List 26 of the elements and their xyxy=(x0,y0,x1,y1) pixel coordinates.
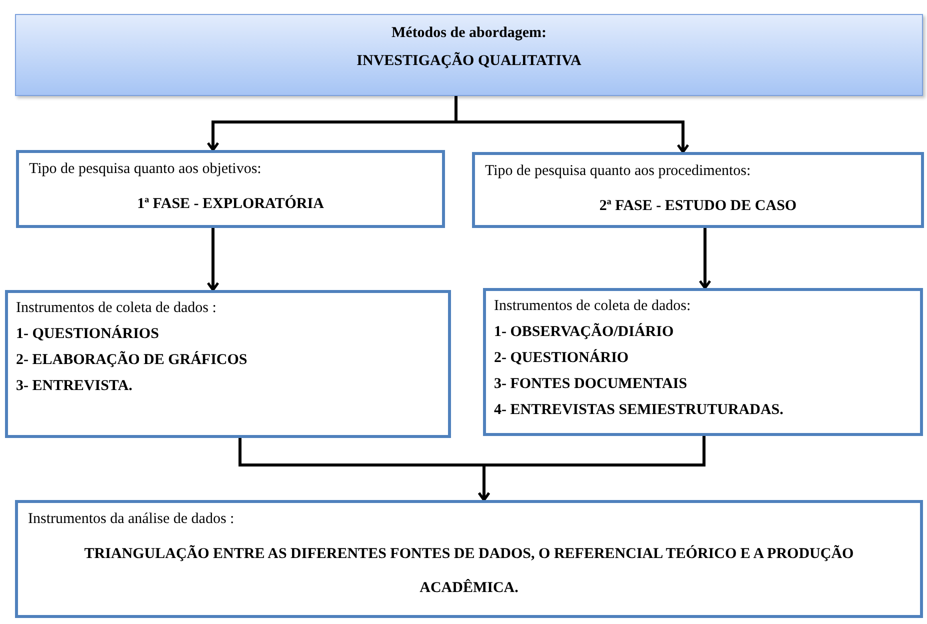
list-item: 1- OBSERVAÇÃO/DIÁRIO xyxy=(493,322,675,342)
process-box xyxy=(472,152,924,228)
process-box xyxy=(5,290,451,438)
list-item: 3- ENTREVISTA. xyxy=(15,377,134,396)
box-heading: Instrumentos de coleta de dados : xyxy=(15,299,218,318)
box-heading: Métodos de abordagem: xyxy=(390,24,548,43)
list-item: 1- QUESTIONÁRIOS xyxy=(15,324,160,344)
connector-arrow xyxy=(206,228,220,292)
process-box xyxy=(15,500,923,618)
list-item: 2- QUESTIONÁRIO xyxy=(493,348,630,368)
process-box xyxy=(16,150,445,228)
box-heading: Tipo de pesquisa quanto aos objetivos: xyxy=(28,160,262,179)
list-item: 3- FONTES DOCUMENTAIS xyxy=(493,375,688,394)
connector-arrow xyxy=(478,436,706,502)
header-box xyxy=(15,14,923,96)
list-item: 4- ENTREVISTAS SEMIESTRUTURADAS. xyxy=(493,401,784,420)
box-heading: Instrumentos de coleta de dados: xyxy=(493,297,692,316)
box-heading: Instrumentos da análise de dados : xyxy=(27,510,236,529)
box-title: 1ª FASE - EXPLORATÓRIA xyxy=(136,194,325,214)
list-item: 2- ELABORAÇÃO DE GRÁFICOS xyxy=(15,350,248,370)
box-title: 2ª FASE - ESTUDO DE CASO xyxy=(598,197,798,216)
connector-arrow xyxy=(698,228,712,290)
process-box xyxy=(483,288,923,436)
box-heading: Tipo de pesquisa quanto aos procedimentos: xyxy=(484,162,752,181)
box-title: INVESTIGAÇÃO QUALITATIVA xyxy=(356,51,582,71)
box-title: TRIANGULAÇÃO ENTRE AS DIFERENTES FONTES DE DADOS, O REFERENCIAL TEÓRICO E A PRODUÇÃO ACADÊMICA. xyxy=(83,544,855,598)
